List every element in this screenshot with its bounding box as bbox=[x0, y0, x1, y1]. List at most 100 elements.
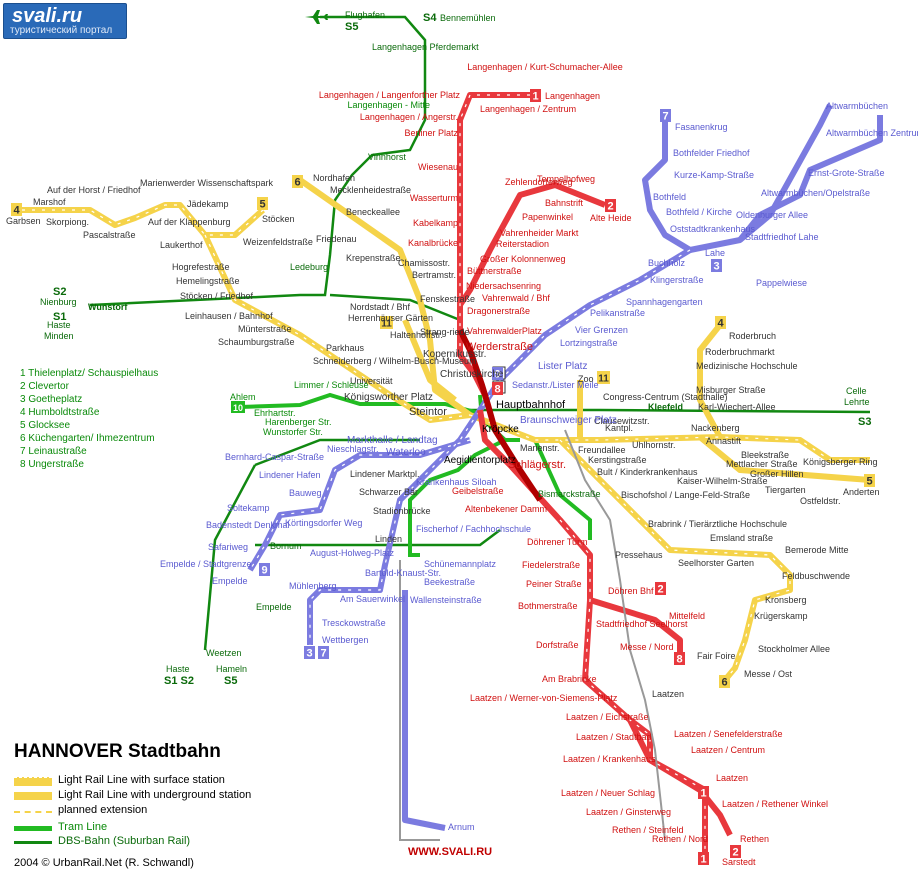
svg-text:Lahe: Lahe bbox=[705, 248, 725, 258]
svg-text:Bothfelder Friedhof: Bothfelder Friedhof bbox=[673, 148, 750, 158]
svg-text:Stadtfriedhof Lahe: Stadtfriedhof Lahe bbox=[745, 232, 819, 242]
svg-text:Bleekstraße: Bleekstraße bbox=[741, 450, 789, 460]
badge-line-10 bbox=[231, 401, 245, 413]
svg-text:3: 3 bbox=[713, 261, 719, 273]
badge-line-3 bbox=[711, 259, 722, 272]
badge-line-5-east bbox=[864, 474, 875, 487]
svg-text:Haste: Haste bbox=[47, 320, 71, 330]
site-tagline: туристический портал bbox=[10, 25, 113, 36]
svg-text:Safariweg: Safariweg bbox=[208, 542, 248, 552]
svg-text:VahrenwalderPlatz: VahrenwalderPlatz bbox=[467, 326, 542, 336]
svg-text:Langenhagen: Langenhagen bbox=[545, 91, 600, 101]
svg-text:Rethen / Nord: Rethen / Nord bbox=[652, 834, 708, 844]
svg-text:Harenberger Str.: Harenberger Str. bbox=[265, 417, 332, 427]
svg-text:1: 1 bbox=[532, 91, 538, 103]
svg-text:Misburger Straße: Misburger Straße bbox=[696, 385, 766, 395]
svg-text:Hemelingstraße: Hemelingstraße bbox=[176, 276, 240, 286]
svg-text:Pressehaus: Pressehaus bbox=[615, 550, 663, 560]
badge-line-7 bbox=[660, 109, 671, 122]
site-logo[interactable]: svali.ru bbox=[12, 5, 83, 27]
line-list-item: 2 Clevertor bbox=[20, 381, 69, 392]
svg-text:Krügerskamp: Krügerskamp bbox=[754, 611, 808, 621]
legend-label: Light Rail Line with underground station bbox=[58, 789, 252, 801]
svg-text:Wettbergen: Wettbergen bbox=[322, 635, 368, 645]
svg-text:Lindener Hafen: Lindener Hafen bbox=[259, 470, 321, 480]
svg-text:Laatzen: Laatzen bbox=[716, 773, 748, 783]
svg-text:Marshof: Marshof bbox=[33, 197, 66, 207]
labels-blue-ne: Altwarmbüchen Altwarmbüchen Zentrum Fasa… bbox=[444, 101, 918, 466]
svg-text:Fenskestraße: Fenskestraße bbox=[420, 294, 475, 304]
site-badge[interactable]: svali.ru туристический портал bbox=[3, 3, 127, 39]
svg-text:Nordstadt / Bhf: Nordstadt / Bhf bbox=[350, 302, 411, 312]
svg-text:Am Brabrinke: Am Brabrinke bbox=[542, 674, 597, 684]
badge-line-1-rethen bbox=[698, 786, 709, 799]
svg-text:Arnum: Arnum bbox=[448, 822, 475, 832]
svg-text:Laatzen / Senefelderstraße: Laatzen / Senefelderstraße bbox=[674, 729, 783, 739]
svg-text:S3: S3 bbox=[858, 416, 871, 428]
svg-text:Beekestraße: Beekestraße bbox=[424, 577, 475, 587]
svg-text:Alte Heide: Alte Heide bbox=[590, 213, 632, 223]
red-dashes bbox=[459, 94, 706, 860]
svg-text:Aegidientorplatz: Aegidientorplatz bbox=[444, 455, 516, 466]
svg-text:Friedenau: Friedenau bbox=[316, 234, 357, 244]
badge-line-9 bbox=[492, 367, 503, 380]
svg-text:Altwarmbüchen Zentrum: Altwarmbüchen Zentrum bbox=[826, 128, 918, 138]
svg-text:Congress-Centrum (Stadthalle): Congress-Centrum (Stadthalle) bbox=[603, 392, 728, 402]
svg-text:Wasserturm: Wasserturm bbox=[410, 193, 458, 203]
svg-text:Bismarckstraße: Bismarckstraße bbox=[538, 489, 601, 499]
svg-text:Auf der Horst / Friedhof: Auf der Horst / Friedhof bbox=[47, 185, 141, 195]
svg-text:Wunstorf: Wunstorf bbox=[88, 302, 128, 312]
svg-text:Chamissostr.: Chamissostr. bbox=[398, 258, 450, 268]
svg-text:Kabelkamp: Kabelkamp bbox=[413, 218, 458, 228]
legend-swatch-sbahn bbox=[14, 841, 52, 844]
badge-line-9-west bbox=[259, 563, 270, 576]
badge-line-2 bbox=[605, 199, 616, 212]
svg-text:Kaiser-Wilhelm-Straße: Kaiser-Wilhelm-Straße bbox=[677, 476, 768, 486]
line-terminus-list: 1 Thielenplatz/ Schauspielhaus 2 Clevert… bbox=[20, 368, 158, 472]
svg-text:Fischerhof / Fachhochschule: Fischerhof / Fachhochschule bbox=[416, 524, 531, 534]
svg-text:Beneckeallee: Beneckeallee bbox=[346, 207, 400, 217]
svg-text:2: 2 bbox=[657, 584, 663, 596]
svg-text:Dragonerstraße: Dragonerstraße bbox=[467, 306, 530, 316]
svg-text:Laatzen / Eichstraße: Laatzen / Eichstraße bbox=[566, 712, 649, 722]
svg-text:Hameln: Hameln bbox=[216, 664, 247, 674]
svg-text:1: 1 bbox=[700, 854, 706, 866]
site-url[interactable]: WWW.SVALI.RU bbox=[408, 846, 493, 858]
legend-swatch-surface bbox=[14, 777, 52, 786]
svg-text:Oststadtkrankenhaus: Oststadtkrankenhaus bbox=[670, 224, 756, 234]
svg-text:Lehrte: Lehrte bbox=[844, 397, 870, 407]
svg-text:6: 6 bbox=[294, 177, 300, 189]
svg-text:Fair Foire: Fair Foire bbox=[697, 651, 736, 661]
svg-text:Langenhagen / Zentrum: Langenhagen / Zentrum bbox=[480, 104, 576, 114]
svg-text:Haltenhoffstr.: Haltenhoffstr. bbox=[390, 330, 443, 340]
yellow-dashes bbox=[22, 204, 870, 681]
svg-text:8: 8 bbox=[494, 384, 500, 396]
svg-text:Sedanstr./Lister Meile: Sedanstr./Lister Meile bbox=[512, 380, 599, 390]
svg-text:Reiterstadion: Reiterstadion bbox=[496, 239, 549, 249]
svg-text:Roderbruch: Roderbruch bbox=[729, 331, 776, 341]
svg-text:S2: S2 bbox=[53, 286, 66, 298]
svg-text:Buchholz: Buchholz bbox=[648, 258, 686, 268]
svg-text:7: 7 bbox=[662, 111, 668, 123]
svg-text:Wallensteinstraße: Wallensteinstraße bbox=[410, 595, 482, 605]
svg-text:Pelikanstraße: Pelikanstraße bbox=[590, 308, 645, 318]
svg-text:Langenhagen / Angerstr.: Langenhagen / Angerstr. bbox=[360, 112, 458, 122]
svg-text:Braunschweiger Platz: Braunschweiger Platz bbox=[520, 415, 617, 426]
svg-text:Soltekamp: Soltekamp bbox=[227, 503, 270, 513]
svg-text:Langenhagen / Kurt-Schumacher-: Langenhagen / Kurt-Schumacher-Allee bbox=[467, 62, 623, 72]
svg-text:Laatzen / Rethener Winkel: Laatzen / Rethener Winkel bbox=[722, 799, 828, 809]
svg-text:Bornum: Bornum bbox=[270, 541, 302, 551]
svg-text:Langenhagen Pferdemarkt: Langenhagen Pferdemarkt bbox=[372, 42, 479, 52]
svg-text:Bischofshol / Lange-Feld-Straß: Bischofshol / Lange-Feld-Straße bbox=[621, 490, 750, 500]
svg-text:2: 2 bbox=[732, 847, 738, 859]
badge-line-3-south bbox=[304, 646, 315, 659]
svg-text:Fasanenkrug: Fasanenkrug bbox=[675, 122, 728, 132]
svg-text:Laatzen / Werner-von-Siemens-P: Laatzen / Werner-von-Siemens-Platz bbox=[470, 693, 618, 703]
svg-text:Bemerode Mitte: Bemerode Mitte bbox=[785, 545, 849, 555]
legend-item: planned extension bbox=[14, 804, 314, 818]
labels-north-red: Langenhagen / Kurt-Schumacher-Allee Lang… bbox=[319, 62, 632, 353]
svg-text:Jädekamp: Jädekamp bbox=[187, 199, 229, 209]
svg-text:Peiner Straße: Peiner Straße bbox=[526, 579, 582, 589]
svg-text:Kanalbrücke: Kanalbrücke bbox=[408, 238, 458, 248]
